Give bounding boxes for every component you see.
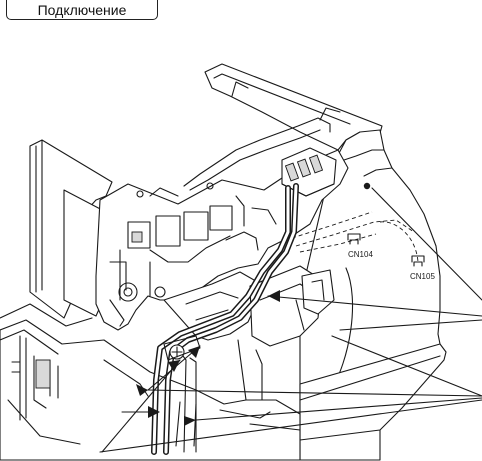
- arrowheads: [121, 290, 280, 426]
- right-side-panel: [299, 129, 447, 461]
- connector-cn104-label: CN104: [348, 250, 373, 259]
- clamp-screw: [163, 335, 201, 361]
- section-label: Подключение: [6, 0, 158, 20]
- connector-cn105-label: CN105: [410, 272, 435, 281]
- cable-clamp-region: [237, 265, 335, 401]
- connector-cn104: CN104: [347, 233, 373, 259]
- section-label-text: Подключение: [37, 1, 127, 18]
- marker-dot: [363, 182, 371, 190]
- connector-leads: [291, 211, 419, 263]
- leader-lines: [99, 187, 482, 453]
- top-cover-plate: [204, 63, 383, 151]
- connector-cn105: CN105: [410, 255, 435, 281]
- front-panel: [0, 139, 113, 327]
